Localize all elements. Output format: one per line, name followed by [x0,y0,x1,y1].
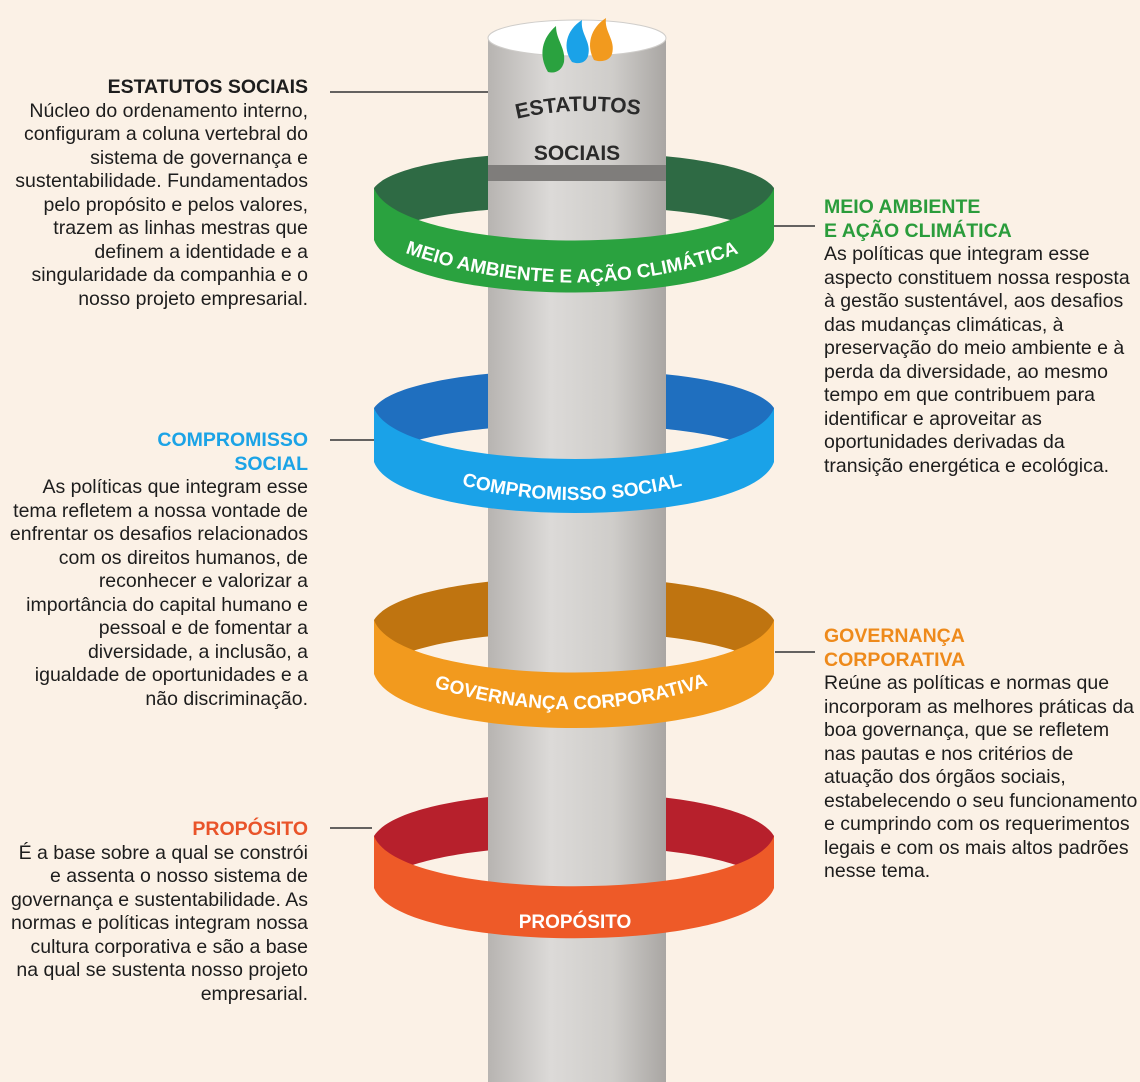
estatutos-body: Núcleo do ordenamento interno, configura… [15,99,308,310]
ring-compromisso-front [374,408,774,513]
ring-governanca: GOVERNANÇA CORPORATIVA [374,620,774,728]
ring-governanca-front [374,620,774,728]
meio-heading-line1: MEIO AMBIENTE [824,196,981,218]
compromisso-heading-line1: COMPROMISSO [157,429,308,451]
compromisso-description: COMPROMISSO SOCIAL As políticas que inte… [4,429,308,711]
governanca-description: GOVERNANÇA CORPORATIVA Reúne as política… [824,625,1140,884]
meio-heading-line2: E AÇÃO CLIMÁTICA [824,219,1012,242]
meio-description: MEIO AMBIENTE E AÇÃO CLIMÁTICA As políti… [824,196,1140,478]
green-leaf-icon [542,26,565,73]
ring-proposito-front [374,836,774,939]
blue-leaf-icon [566,20,589,64]
ring-proposito-label: PROPÓSITO [519,911,632,933]
governanca-body: Reúne as políticas e normas que incorpor… [824,672,1138,882]
orange-leaf-icon [590,18,613,62]
proposito-description: PROPÓSITO É a base sobre a qual se const… [4,818,308,1006]
pillar-label-line2: SOCIAIS [534,142,620,165]
flame-leaves-logo [542,18,613,73]
estatutos-description: ESTATUTOS SOCIAIS Núcleo do ordenamento … [4,76,308,311]
meio-body: As políticas que integram esse aspecto c… [824,243,1130,477]
ring-proposito: PROPÓSITO [374,836,774,939]
ring-meio: MEIO AMBIENTE E AÇÃO CLIMÁTICA [374,188,774,293]
governanca-heading-line2: CORPORATIVA [824,648,966,671]
governanca-heading-line1: GOVERNANÇA [824,625,965,647]
proposito-heading: PROPÓSITO [192,818,308,840]
ring-compromisso: COMPROMISSO SOCIAL [374,408,774,513]
compromisso-heading-line2: SOCIAL [234,452,308,475]
estatutos-heading: ESTATUTOS SOCIAIS [107,76,308,98]
compromisso-body: As políticas que integram esse tema refl… [9,476,308,710]
pillar-band [488,165,666,181]
ring-meio-front [374,188,774,293]
proposito-body: É a base sobre a qual se constrói e asse… [10,841,308,1005]
